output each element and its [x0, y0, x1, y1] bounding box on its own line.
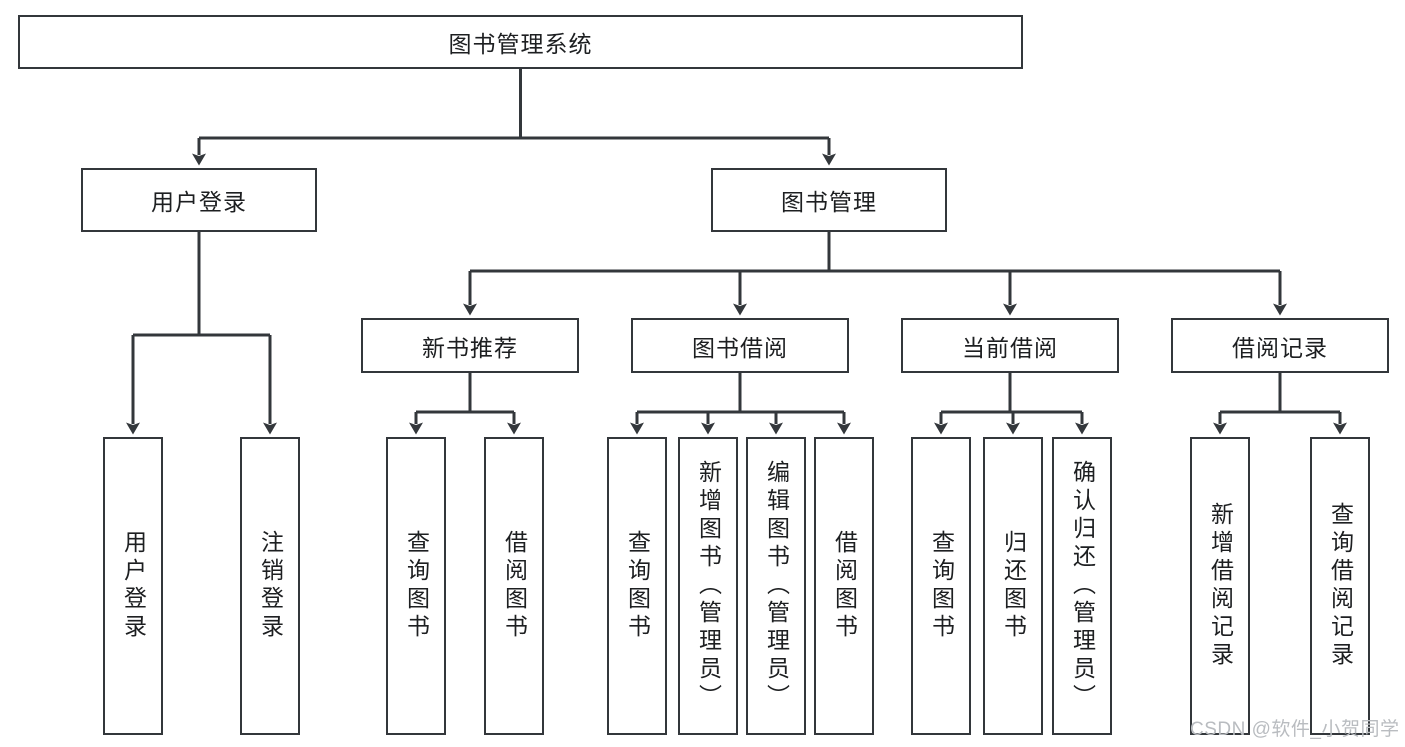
node-label: 查询图书	[624, 530, 651, 642]
node-label: 注销登录	[257, 530, 284, 642]
leaf-query-book-recommend[interactable]: 查询图书	[386, 437, 446, 735]
leaf-confirm-return-admin[interactable]: 确认归还（管理员）	[1052, 437, 1112, 735]
leaf-query-borrow-record[interactable]: 查询借阅记录	[1310, 437, 1370, 735]
node-book-management[interactable]: 图书管理	[711, 168, 947, 232]
node-label: 查询图书	[403, 530, 430, 642]
leaf-query-book-current[interactable]: 查询图书	[911, 437, 971, 735]
leaf-edit-book-admin[interactable]: 编辑图书（管理员）	[746, 437, 806, 735]
leaf-borrow-book-recommend[interactable]: 借阅图书	[484, 437, 544, 735]
node-new-book-recommend[interactable]: 新书推荐	[361, 318, 579, 373]
leaf-add-book-admin[interactable]: 新增图书（管理员）	[678, 437, 738, 735]
node-label: 归还图书	[1000, 530, 1027, 642]
node-label: 用户登录	[120, 530, 147, 642]
node-label: 借阅记录	[1232, 334, 1328, 361]
node-label: 图书管理系统	[448, 31, 593, 57]
node-borrow-record[interactable]: 借阅记录	[1171, 318, 1389, 373]
node-label: 查询借阅记录	[1327, 502, 1354, 670]
node-label: 图书借阅	[692, 334, 788, 361]
node-book-borrow[interactable]: 图书借阅	[631, 318, 849, 373]
leaf-query-book-borrow[interactable]: 查询图书	[607, 437, 667, 735]
node-label: 当前借阅	[962, 334, 1058, 361]
node-label: 确认归还（管理员）	[1069, 460, 1096, 712]
node-label: 新增图书（管理员）	[695, 460, 722, 712]
leaf-add-borrow-record[interactable]: 新增借阅记录	[1190, 437, 1250, 735]
node-label: 新增借阅记录	[1207, 502, 1234, 670]
node-user-login[interactable]: 用户登录	[81, 168, 317, 232]
node-label: 查询图书	[928, 530, 955, 642]
node-label: 借阅图书	[831, 530, 858, 642]
leaf-borrow-book[interactable]: 借阅图书	[814, 437, 874, 735]
node-label: 新书推荐	[422, 334, 518, 361]
node-label: 用户登录	[151, 189, 247, 215]
leaf-user-login[interactable]: 用户登录	[103, 437, 163, 735]
leaf-logout[interactable]: 注销登录	[240, 437, 300, 735]
node-root-system[interactable]: 图书管理系统	[18, 15, 1023, 69]
leaf-return-book[interactable]: 归还图书	[983, 437, 1043, 735]
node-label: 图书管理	[781, 189, 877, 215]
watermark-label: CSDN @软件_小贺同学	[1190, 719, 1400, 740]
node-label: 借阅图书	[501, 530, 528, 642]
node-current-borrow[interactable]: 当前借阅	[901, 318, 1119, 373]
node-label: 编辑图书（管理员）	[763, 460, 790, 712]
